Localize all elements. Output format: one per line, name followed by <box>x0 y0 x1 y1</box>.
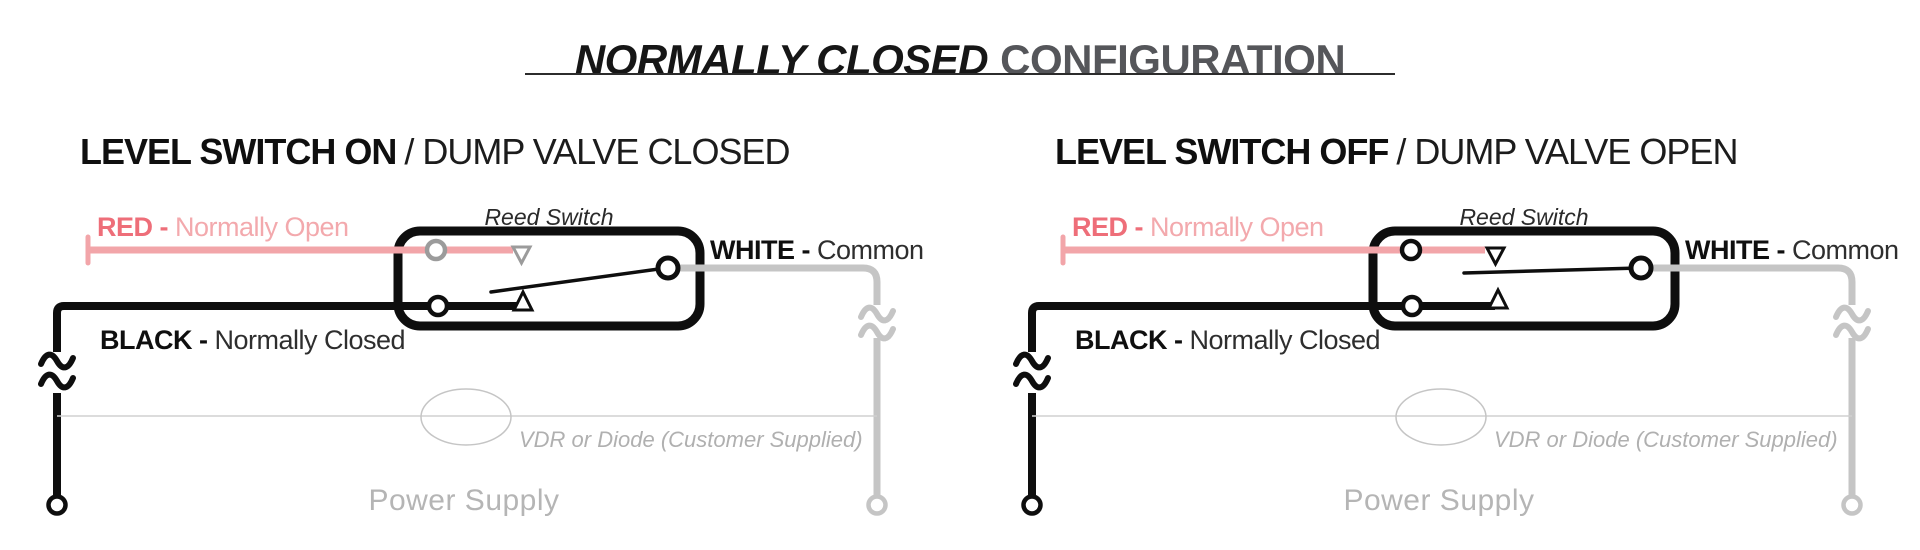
black-wire-label-bold: BLACK - <box>100 325 208 355</box>
vdr-diode-ellipse <box>420 388 512 446</box>
vdr-diode-label: VDR or Diode (Customer Supplied) <box>519 427 863 452</box>
black-wire-label-rest: Normally Closed <box>214 325 406 355</box>
black-wire-label-rest: Normally Closed <box>1189 325 1381 355</box>
vdr-diode-ellipse <box>1395 388 1487 446</box>
white-wire <box>1641 264 1856 305</box>
diagram-heading-state: LEVEL SWITCH OFF <box>1055 131 1389 172</box>
nc-contact-triangle <box>1486 286 1510 310</box>
white-wire-label-rest: Common <box>816 235 924 265</box>
no-contact-triangle <box>1484 246 1507 268</box>
black-wire-label: BLACK -Normally Closed <box>1075 325 1381 356</box>
power-terminal-black <box>46 494 68 516</box>
nc-terminal-circle <box>426 294 450 318</box>
no-terminal-circle <box>1399 238 1423 262</box>
diagram-heading-valve: / DUMP VALVE CLOSED <box>404 131 790 172</box>
red-wire-label: RED -Normally Open <box>1072 212 1324 243</box>
power-terminal-white <box>1841 494 1863 516</box>
switch-arm <box>489 266 668 294</box>
black-wire-break-icon <box>1013 351 1051 371</box>
white-wire-break-icon <box>1833 322 1871 342</box>
page-title-rest: CONFIGURATION <box>1000 36 1346 84</box>
nc-terminal-circle <box>1400 294 1424 318</box>
reed-switch-label: Reed Switch <box>484 204 614 230</box>
black-wire <box>1028 302 1495 352</box>
no-contact-triangle <box>510 245 533 267</box>
white-wire <box>668 264 881 305</box>
title-underline <box>525 73 1395 75</box>
white-wire-label: WHITE -Common <box>1685 235 1899 266</box>
black-wire <box>53 302 520 352</box>
power-supply-label: Power Supply <box>368 484 560 517</box>
diagram-level-switch-on: LEVEL SWITCH ON/ DUMP VALVE CLOSED RE <box>0 95 945 550</box>
wiring-schematic-on <box>38 226 896 516</box>
power-supply-label: Power Supply <box>1343 484 1535 517</box>
white-wire-break-icon <box>858 322 896 342</box>
black-wire-break-icon <box>1013 371 1051 391</box>
nc-contact-triangle <box>511 288 535 312</box>
reed-switch-label: Reed Switch <box>1459 204 1589 230</box>
red-wire-label-rest: Normally Open <box>175 212 349 242</box>
white-wire-label: WHITE -Common <box>710 235 924 266</box>
white-wire-label-bold: WHITE - <box>710 235 810 265</box>
black-wire-label-bold: BLACK - <box>1075 325 1183 355</box>
white-wire-label-rest: Common <box>1791 235 1899 265</box>
power-terminal-white <box>866 494 888 516</box>
power-terminal-black <box>1021 494 1043 516</box>
diagram-heading-valve: / DUMP VALVE OPEN <box>1396 131 1738 172</box>
black-wire-label: BLACK -Normally Closed <box>100 325 406 356</box>
white-wire-break-icon <box>1833 304 1871 324</box>
switch-arm <box>1462 266 1641 275</box>
no-terminal-circle <box>424 238 448 262</box>
common-terminal-circle <box>1628 255 1654 281</box>
white-wire-label-bold: WHITE - <box>1685 235 1785 265</box>
black-wire-break-icon <box>38 351 76 371</box>
red-wire-label-rest: Normally Open <box>1150 212 1324 242</box>
red-wire-label-bold: RED - <box>97 212 169 242</box>
page-title-emphasis: NORMALLY CLOSED <box>574 36 989 84</box>
diagram-heading-state: LEVEL SWITCH ON <box>80 131 397 172</box>
diagram-level-switch-off: LEVEL SWITCH OFF/ DUMP VALVE OPEN RED <box>975 95 1920 550</box>
red-wire-label: RED -Normally Open <box>97 212 349 243</box>
diagram-heading: LEVEL SWITCH OFF/ DUMP VALVE OPEN <box>1055 131 1738 173</box>
white-wire-break-icon <box>858 304 896 324</box>
vdr-diode-label: VDR or Diode (Customer Supplied) <box>1494 427 1838 452</box>
red-wire-label-bold: RED - <box>1072 212 1144 242</box>
wiring-schematic-off <box>1013 226 1871 516</box>
common-terminal-circle <box>655 255 681 281</box>
diagram-heading: LEVEL SWITCH ON/ DUMP VALVE CLOSED <box>80 131 790 173</box>
black-wire-break-icon <box>38 371 76 391</box>
